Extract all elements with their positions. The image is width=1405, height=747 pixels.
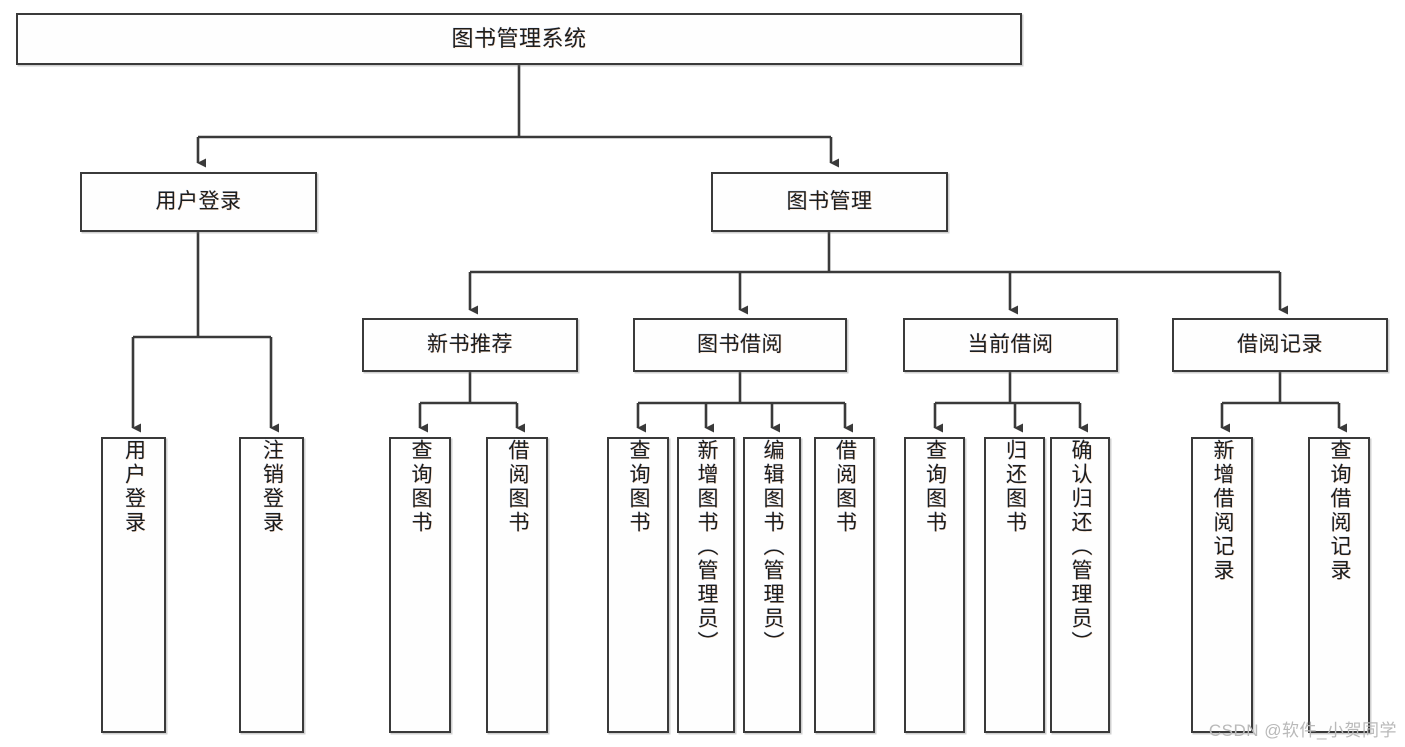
leaf-return-book[interactable]: 归还图书 bbox=[984, 437, 1045, 733]
leaf-new-book-query[interactable]: 查询图书 bbox=[389, 437, 451, 733]
leaf-edit-book-admin[interactable]: 编辑图书（管理员） bbox=[743, 437, 801, 733]
leaf-current-query-book[interactable]: 查询图书 bbox=[904, 437, 965, 733]
node-label: 新书推荐 bbox=[427, 332, 513, 356]
leaf-user-login[interactable]: 用户登录 bbox=[101, 437, 166, 733]
leaf-logout[interactable]: 注销登录 bbox=[239, 437, 304, 733]
node-current-borrow[interactable]: 当前借阅 bbox=[903, 318, 1118, 372]
node-label: 编辑图书（管理员） bbox=[761, 439, 785, 655]
node-label: 图书借阅 bbox=[697, 332, 783, 356]
node-label: 图书管理 bbox=[786, 189, 873, 213]
node-label: 查询图书 bbox=[409, 439, 433, 535]
node-label: 查询图书 bbox=[923, 439, 947, 535]
node-label: 当前借阅 bbox=[967, 332, 1054, 356]
node-new-book-recommend[interactable]: 新书推荐 bbox=[362, 318, 578, 372]
leaf-add-book-admin[interactable]: 新增图书（管理员） bbox=[677, 437, 735, 733]
node-user-login[interactable]: 用户登录 bbox=[80, 172, 317, 232]
node-label: 新增图书（管理员） bbox=[695, 439, 719, 655]
leaf-confirm-return-admin[interactable]: 确认归还（管理员） bbox=[1050, 437, 1110, 733]
node-book-borrow[interactable]: 图书借阅 bbox=[633, 318, 847, 372]
node-label: 确认归还（管理员） bbox=[1069, 439, 1093, 655]
node-borrow-record[interactable]: 借阅记录 bbox=[1172, 318, 1388, 372]
node-label: 查询图书 bbox=[627, 439, 651, 535]
node-label: 新增借阅记录 bbox=[1211, 439, 1235, 583]
node-label: 用户登录 bbox=[122, 439, 146, 535]
leaf-borrow-book[interactable]: 借阅图书 bbox=[814, 437, 875, 733]
leaf-query-borrow-record[interactable]: 查询借阅记录 bbox=[1308, 437, 1370, 733]
node-label: 借阅图书 bbox=[506, 439, 530, 535]
node-root-system[interactable]: 图书管理系统 bbox=[16, 13, 1022, 65]
node-label: 注销登录 bbox=[260, 439, 284, 535]
node-label: 用户登录 bbox=[155, 189, 242, 213]
node-label: 归还图书 bbox=[1003, 439, 1027, 535]
leaf-new-book-borrow[interactable]: 借阅图书 bbox=[486, 437, 548, 733]
leaf-borrow-query-book[interactable]: 查询图书 bbox=[607, 437, 669, 733]
node-label: 借阅记录 bbox=[1237, 332, 1323, 356]
node-label: 借阅图书 bbox=[833, 439, 857, 535]
node-label: 图书管理系统 bbox=[451, 26, 587, 52]
node-label: 查询借阅记录 bbox=[1328, 439, 1352, 583]
node-book-management[interactable]: 图书管理 bbox=[711, 172, 948, 232]
leaf-add-borrow-record[interactable]: 新增借阅记录 bbox=[1191, 437, 1253, 733]
